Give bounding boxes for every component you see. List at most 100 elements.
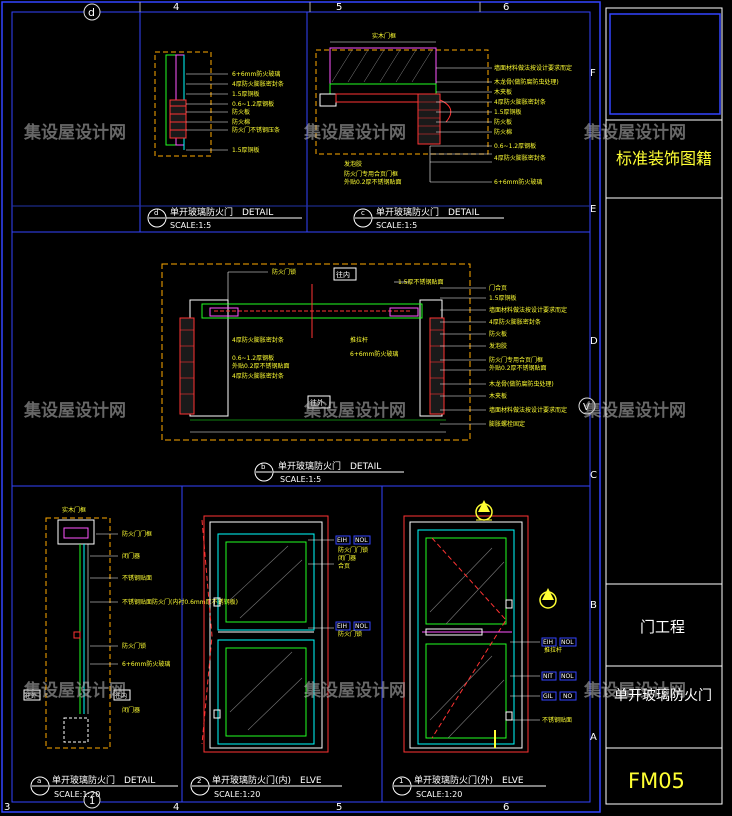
grid-row-label: D xyxy=(590,336,598,347)
detail-label: 墙面材料做法按设计要求而定 xyxy=(489,306,567,314)
elevation-tag: EIH xyxy=(543,639,553,646)
detail-label: 4厚防火膨胀密封条 xyxy=(232,372,284,380)
detail-label: 6+6mm防火玻璃 xyxy=(232,70,280,78)
detail-label: 合页 xyxy=(338,562,350,570)
sheet-border xyxy=(1,1,601,813)
view-id: d xyxy=(154,209,158,217)
grid-bubble-label: 1 xyxy=(89,796,95,807)
view-id: 2 xyxy=(197,777,201,785)
detail-label: 木龙骨(做防腐防虫处理) xyxy=(489,380,554,388)
detail-label: 防火门专用合页门框 xyxy=(344,170,398,178)
detail-label: 实木门框 xyxy=(372,32,396,40)
elevation-tag: EIH xyxy=(337,537,347,544)
detail-label: 墙面材料做法按设计要求而定 xyxy=(489,406,567,414)
detail-label: 闭门器 xyxy=(122,552,140,560)
detail-label: 往内 xyxy=(336,270,350,279)
detail-label: 1.5厚铜板 xyxy=(489,294,517,302)
title-sheet-number: FM05 xyxy=(628,769,685,793)
detail-view-d: 6+6mm防火玻璃 4厚防火膨胀密封条 1.5厚铜板 0.6~1.2厚钢板 防火… xyxy=(147,51,302,230)
detail-label: 木龙骨(做防腐防虫处理) xyxy=(494,78,559,86)
watermark-text: 集设屋设计网 xyxy=(303,122,406,143)
detail-label: 闭门器 xyxy=(122,706,140,714)
elevation-tag: NOL xyxy=(561,639,574,646)
detail-label: 防火棉 xyxy=(232,118,250,126)
detail-label: 6+6mm防火玻璃 xyxy=(494,178,542,186)
detail-label: 往外 xyxy=(25,692,37,700)
detail-view-a: 实木门框 防火门门框 闭门器 不锈钢贴面 不锈钢贴面防火门(内衬0.6mm厚不锈… xyxy=(23,506,238,799)
panel-dividers xyxy=(12,12,590,802)
detail-label: 防火门不锈钢压条 xyxy=(232,126,280,134)
view-title: 单开玻璃防火门(外) ELVE xyxy=(414,774,524,786)
detail-label: 4厚防火膨胀密封条 xyxy=(494,154,546,162)
view-id: 1 xyxy=(399,777,403,785)
detail-label: 6+6mm防火玻璃 xyxy=(122,660,170,668)
elevation-tag: NIT xyxy=(543,673,553,680)
detail-label: 1.5厚不锈钢贴面 xyxy=(398,278,444,286)
detail-label: 推拉杆 xyxy=(350,336,368,344)
watermark-text: 集设屋设计网 xyxy=(583,122,686,143)
grid-col-label: 6 xyxy=(503,2,509,13)
detail-view-c: 实木门框 xyxy=(315,32,572,230)
detail-view-b: 防火门锁 1.5厚不锈钢贴面 门合页 1.5厚铜板 墙面材料做法按设计要求而定 … xyxy=(161,263,567,484)
title-block: 标准装饰图籍 门工程 单开玻璃防火门 FM05 xyxy=(605,7,723,805)
detail-label: 防火门门框 xyxy=(122,530,152,538)
title-standard: 标准装饰图籍 xyxy=(616,149,712,168)
view-title: 单开玻璃防火门 DETAIL xyxy=(376,206,479,218)
elevation-tag: EIH xyxy=(337,623,347,630)
detail-label: 防火门门锁 xyxy=(338,546,368,554)
view-scale: SCALE:1:5 xyxy=(280,475,321,484)
detail-label: 推拉杆 xyxy=(544,646,562,654)
view-title: 单开玻璃防火门 DETAIL xyxy=(170,206,273,218)
elevation-view-2: EIH NOL 防火门门锁 闭门器 合页 EIH NOL 防火门锁 2 单开玻璃… xyxy=(190,515,371,799)
view-scale: SCALE:1:20 xyxy=(54,790,100,799)
detail-label: 4厚防火膨胀密封条 xyxy=(494,98,546,106)
grid-bubbles: d V 1 xyxy=(83,3,596,809)
elevation-tag: NOL xyxy=(561,673,574,680)
detail-label: 1.5厚铜板 xyxy=(232,146,260,154)
detail-label: 发泡胶 xyxy=(344,160,362,168)
detail-label: 往内 xyxy=(115,692,127,700)
detail-label: 外贴0.2厚不锈钢贴面 xyxy=(489,364,547,372)
elevation-tag: GIL xyxy=(543,693,553,700)
grid-col-label: 5 xyxy=(336,2,342,13)
detail-label: 木夹板 xyxy=(489,392,507,400)
detail-label: 墙面材料做法按设计要求而定 xyxy=(494,64,572,72)
watermark-text: 集设屋设计网 xyxy=(23,400,126,421)
detail-label: 门合页 xyxy=(489,284,507,292)
detail-label: 防火板 xyxy=(489,330,507,338)
grid-row-label: E xyxy=(590,204,596,215)
detail-label: 1.5厚铜板 xyxy=(494,108,522,116)
grid-row-label: C xyxy=(590,470,597,481)
watermark-text: 集设屋设计网 xyxy=(303,400,406,421)
detail-label: 防火棉 xyxy=(494,128,512,136)
detail-label: 不锈钢贴面防火门(内衬0.6mm厚不锈钢板) xyxy=(122,598,238,606)
grid-col-label: 4 xyxy=(173,802,179,813)
detail-label: 防火门锁 xyxy=(122,642,146,650)
grid-row-label: 3 xyxy=(4,802,10,813)
detail-label: 防火门专用合页门框 xyxy=(489,356,543,364)
view-scale: SCALE:1:5 xyxy=(170,221,211,230)
detail-label: 防火板 xyxy=(494,118,512,126)
view-id: c xyxy=(361,209,365,217)
title-category: 门工程 xyxy=(640,618,685,636)
grid-bubble-label: V xyxy=(583,402,590,413)
detail-label: 木夹板 xyxy=(494,88,512,96)
watermark-text: 集设屋设计网 xyxy=(23,680,126,701)
view-scale: SCALE:1:20 xyxy=(416,790,462,799)
grid-row-label: F xyxy=(590,68,596,79)
watermark-text: 集设屋设计网 xyxy=(583,400,686,421)
detail-label: 6+6mm防火玻璃 xyxy=(350,350,398,358)
detail-label: 闭门器 xyxy=(338,554,356,562)
grid-row-label: B xyxy=(590,600,597,611)
detail-label: 往外 xyxy=(310,398,324,407)
watermark-text: 集设屋设计网 xyxy=(23,122,126,143)
detail-label: 外贴0.2厚不锈钢贴面 xyxy=(344,178,402,186)
grid-col-label: 6 xyxy=(503,802,509,813)
view-title: 单开玻璃防火门 DETAIL xyxy=(52,774,155,786)
watermark-text: 集设屋设计网 xyxy=(303,680,406,701)
detail-label: 4厚防火膨胀密封条 xyxy=(232,336,284,344)
detail-label: 不锈钢贴面 xyxy=(542,716,572,724)
view-scale: SCALE:1:5 xyxy=(376,221,417,230)
detail-label: 不锈钢贴面 xyxy=(122,574,152,582)
detail-label: 0.6~1.2厚钢板 xyxy=(494,142,536,150)
